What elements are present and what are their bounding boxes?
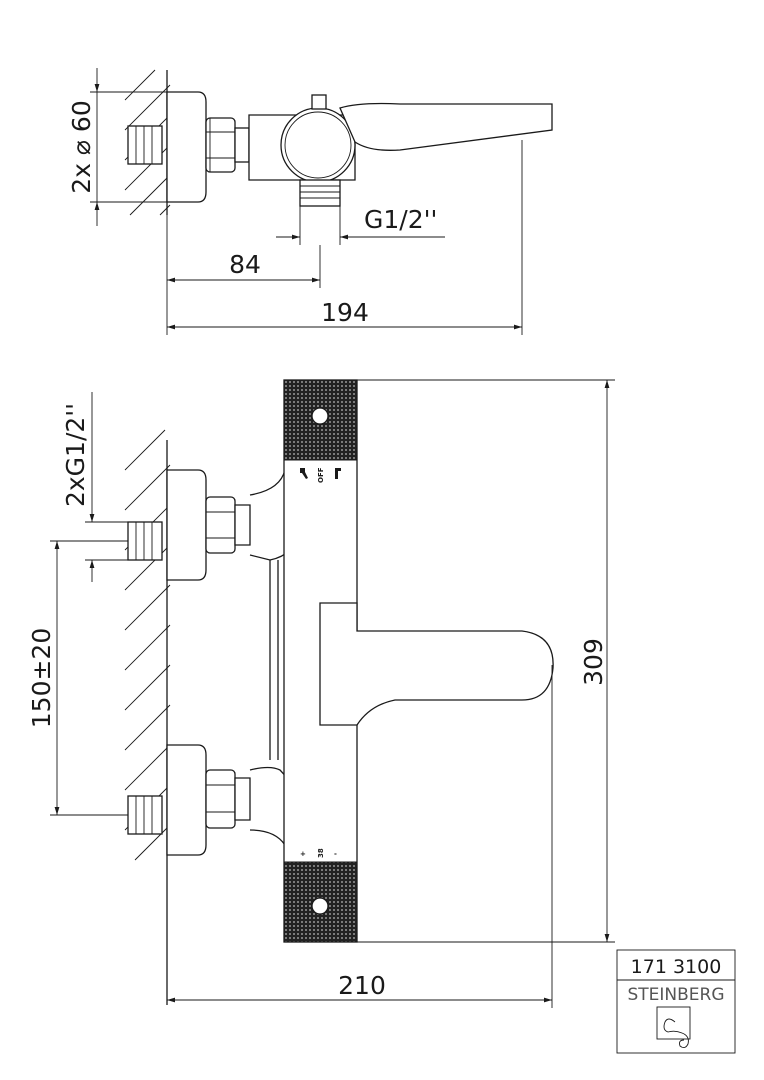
top-view: 2x ⌀ 60 G1/2'' 84 194 — [67, 68, 553, 335]
flange — [166, 91, 207, 203]
lower-nut — [205, 769, 236, 829]
top-knob-off-label: OFF — [317, 467, 325, 483]
body-cylinder — [280, 107, 356, 183]
wall-pipe-stub — [127, 125, 163, 165]
article-number: 171 3100 — [631, 956, 722, 978]
spout-icon — [335, 468, 341, 479]
outlet-thread — [299, 179, 341, 207]
bottom-knob-temp: 38 — [317, 848, 325, 858]
shower-icon — [300, 468, 308, 479]
front-view: OFF + 38 - 309 150±20 2xG1/2'' 210 — [27, 379, 615, 1008]
dim-thread: G1/2'' — [364, 205, 437, 234]
dim-194: 194 — [321, 298, 369, 327]
dim-spacing: 150±20 — [27, 628, 56, 728]
dim-flange-diameter: 2x ⌀ 60 — [67, 100, 96, 193]
upper-nut — [205, 496, 236, 554]
handle — [339, 102, 553, 151]
dim-210: 210 — [338, 971, 386, 1000]
title-block: 171 3100 STEINBERG — [616, 949, 736, 1054]
bottom-knob-plus: + — [300, 850, 306, 858]
spout — [319, 602, 554, 726]
brand-name: STEINBERG — [627, 985, 724, 1005]
bottom-knob-minus: - — [334, 850, 337, 858]
dim-connections: 2xG1/2'' — [61, 403, 90, 507]
dim-309: 309 — [579, 638, 608, 686]
brand-logo — [656, 1006, 691, 1049]
dim-84: 84 — [229, 250, 261, 279]
